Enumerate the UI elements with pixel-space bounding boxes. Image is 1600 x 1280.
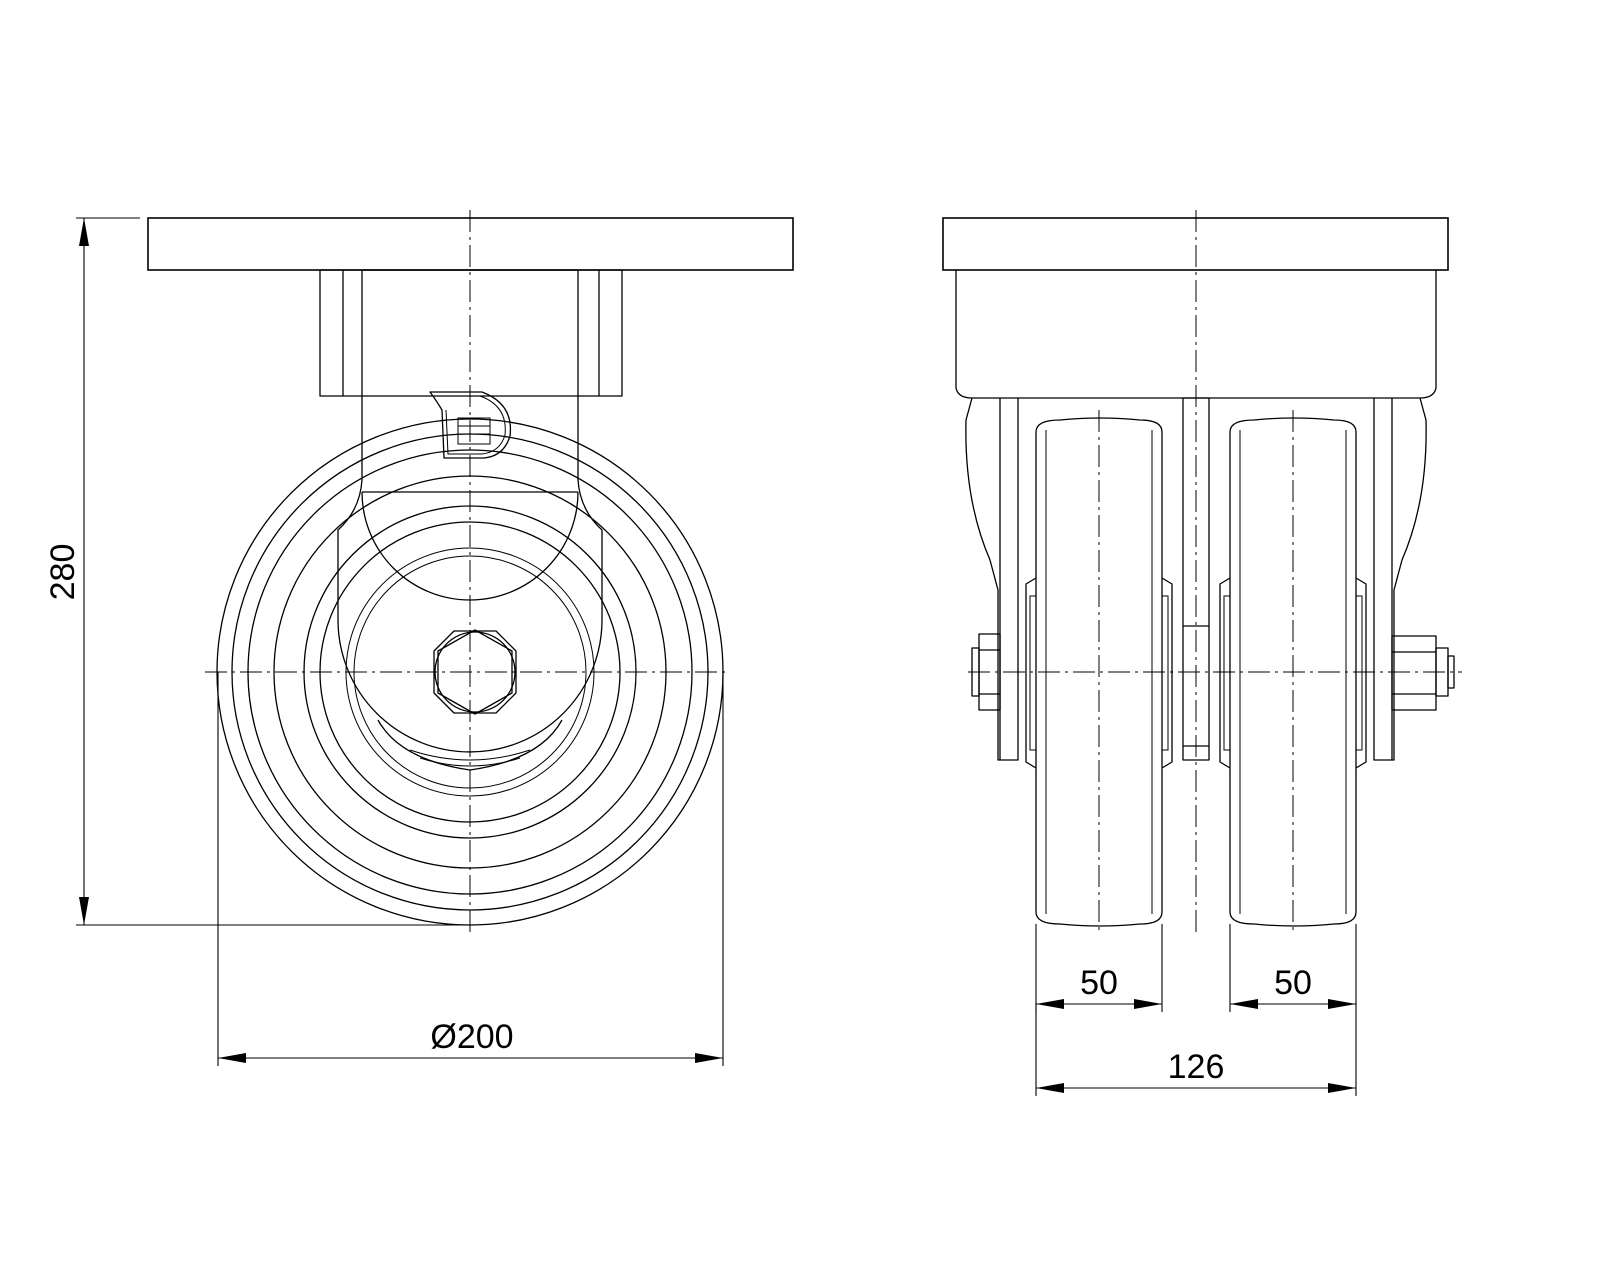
- wheel-width-left-label: 50: [1080, 964, 1118, 1002]
- front-fork-leg: [337, 269, 603, 753]
- dimension-wheel-left: 50: [1035, 924, 1163, 1012]
- wheel-width-right-label: 50: [1274, 964, 1312, 1002]
- overall-width-label: 126: [1168, 1048, 1225, 1086]
- front-rear-bracket: [319, 269, 623, 397]
- brand-logo: [429, 391, 512, 459]
- side-axle-nut-right: [1391, 635, 1455, 711]
- height-label: 280: [44, 544, 82, 601]
- dimension-overall-width: 126: [1035, 1004, 1356, 1096]
- side-wheel-right: [1219, 410, 1367, 932]
- side-view: [942, 210, 1462, 932]
- side-fork-left: [965, 397, 1019, 761]
- diameter-label: Ø200: [430, 1018, 513, 1056]
- dimension-wheel-right: 50: [1229, 924, 1357, 1096]
- side-fork-right: [1373, 397, 1427, 761]
- side-wheel-left: [1025, 410, 1173, 932]
- front-view: [147, 210, 794, 932]
- dimension-height: 280: [44, 217, 470, 926]
- dimension-diameter: Ø200: [217, 672, 724, 1066]
